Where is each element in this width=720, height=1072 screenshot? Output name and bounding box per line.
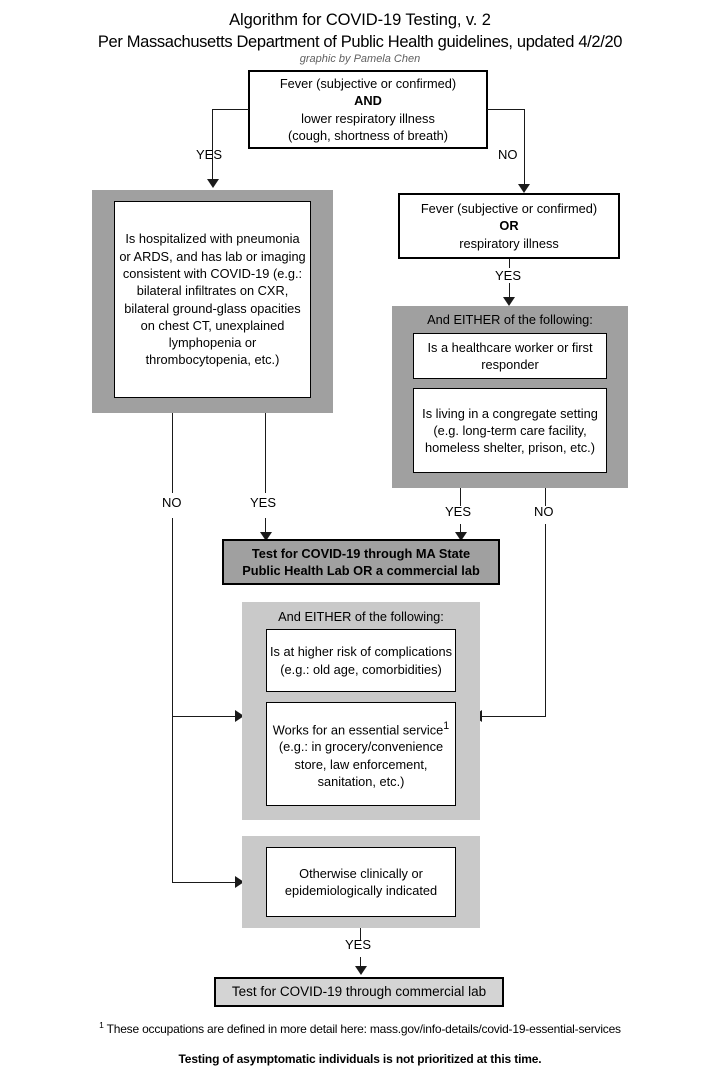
edge-root-yes-vertical — [212, 109, 214, 180]
footnote-text: These occupations are defined in more de… — [103, 1022, 621, 1036]
edge-either-upper-no-vertical-2 — [545, 524, 547, 717]
fever-or-line-1: Fever (subjective or confirmed) — [420, 201, 598, 217]
edge-label-root-no: NO — [498, 147, 518, 162]
node-otherwise-indicated: Otherwise clinically or epidemiologicall… — [266, 847, 456, 917]
graphic-credit: graphic by Pamela Chen — [299, 53, 421, 65]
root-line-3: lower respiratory illness — [301, 110, 435, 126]
edge-label-either-upper-no: NO — [534, 504, 554, 519]
edge-hospitalized-no-vertical-2 — [172, 518, 174, 776]
node-fever-or-respiratory: Fever (subjective or confirmed) OR respi… — [398, 193, 620, 259]
node-essential-service-pre: Works for an essential service — [272, 722, 444, 738]
edge-otherwise-yes-arrowhead — [354, 966, 367, 975]
edge-either-upper-no-horizontal — [481, 716, 546, 718]
edge-otherwise-yes-vertical — [360, 928, 362, 940]
page-subtitle: Per Massachusetts Department of Public H… — [97, 33, 623, 51]
edge-root-no-arrowhead — [518, 184, 531, 193]
edge-label-hospitalized-no: NO — [162, 495, 182, 510]
test-state-lab-line-1: Test for COVID-19 through MA State — [251, 545, 471, 561]
node-test-state-lab: Test for COVID-19 through MA State Publi… — [222, 539, 500, 585]
node-hospitalized-criteria: Is hospitalized with pneumonia or ARDS, … — [114, 201, 311, 398]
root-line-1: Fever (subjective or confirmed) — [279, 75, 457, 91]
edge-root-yes-horizontal — [212, 109, 249, 111]
fever-or-operator: OR — [499, 218, 519, 234]
edge-root-no-horizontal — [487, 109, 525, 111]
edge-hospitalized-yes-vertical — [265, 413, 267, 493]
edge-label-fever-or-yes: YES — [491, 268, 526, 283]
edge-hospitalized-no-to-either-lower — [172, 716, 237, 718]
edge-otherwise-yes-vertical-2 — [360, 957, 362, 971]
edge-hospitalized-no-vertical-3 — [172, 716, 174, 883]
edge-root-yes-arrowhead — [206, 179, 219, 188]
footnote-marker: 1 — [99, 1020, 104, 1030]
node-essential-service-post: (e.g.: in grocery/convenience store, law… — [278, 739, 444, 789]
edge-hospitalized-no-vertical — [172, 413, 174, 493]
edge-label-otherwise-yes: YES — [345, 937, 372, 952]
edge-either-upper-no-vertical — [545, 488, 547, 506]
group-either-lower-heading: And EITHER of the following: — [278, 609, 444, 624]
node-congregate-setting: Is living in a congregate setting (e.g. … — [413, 388, 607, 473]
edge-either-upper-yes-vertical-2 — [460, 524, 462, 536]
edge-either-upper-yes-vertical — [460, 488, 462, 506]
fever-or-line-3: respiratory illness — [459, 235, 559, 251]
footnote-ref-1: 1 — [443, 719, 450, 732]
node-essential-service: Works for an essential service1 (e.g.: i… — [266, 702, 456, 806]
footnote-essential-services: 1 These occupations are defined in more … — [0, 1020, 720, 1036]
root-operator-and: AND — [354, 93, 382, 109]
node-otherwise-indicated-text: Otherwise clinically or epidemiologicall… — [284, 865, 438, 898]
edge-hospitalized-no-arrowhead-1 — [235, 710, 244, 723]
node-root-criteria: Fever (subjective or confirmed) AND lowe… — [248, 70, 488, 149]
edge-hospitalized-yes-vertical-2 — [265, 518, 267, 536]
edge-either-upper-yes-arrowhead — [454, 532, 467, 541]
edge-label-hospitalized-yes: YES — [250, 495, 277, 510]
test-commercial-lab-text: Test for COVID-19 through commercial lab — [231, 984, 487, 999]
node-healthcare-worker: Is a healthcare worker or first responde… — [413, 333, 607, 379]
node-test-commercial-lab: Test for COVID-19 through commercial lab — [214, 977, 504, 1007]
edge-hospitalized-yes-arrowhead — [259, 532, 272, 541]
edge-hospitalized-no-arrowhead-2 — [235, 876, 244, 889]
edge-fever-or-yes-arrowhead — [503, 297, 516, 306]
footer-emphasis: Testing of asymptomatic individuals is n… — [178, 1052, 542, 1066]
node-higher-risk: Is at higher risk of complications (e.g.… — [266, 629, 456, 692]
page-title: Algorithm for COVID-19 Testing, v. 2 — [229, 11, 491, 29]
test-state-lab-line-2: Public Health Lab OR a commercial lab — [242, 563, 480, 578]
root-line-4: (cough, shortness of breath) — [287, 127, 449, 143]
edge-label-root-yes: YES — [196, 147, 223, 162]
edge-root-no-vertical — [523, 109, 525, 185]
node-congregate-setting-text: Is living in a congregate setting (e.g. … — [422, 405, 598, 456]
edge-hospitalized-no-to-otherwise — [172, 882, 237, 884]
node-hospitalized-text: Is hospitalized with pneumonia or ARDS, … — [119, 231, 306, 368]
group-either-upper-heading: And EITHER of the following: — [427, 312, 593, 327]
node-higher-risk-text: Is at higher risk of complications (e.g.… — [269, 644, 453, 677]
edge-label-either-upper-yes: YES — [445, 504, 472, 519]
node-healthcare-worker-text: Is a healthcare worker or first responde… — [427, 339, 593, 372]
